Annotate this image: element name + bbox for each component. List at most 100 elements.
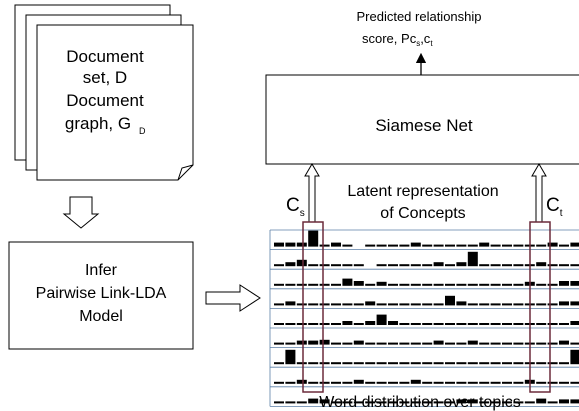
topic-bar: [422, 381, 433, 384]
topic-bar: [570, 399, 579, 404]
topic-bar: [433, 401, 444, 404]
topic-bar: [559, 323, 569, 325]
topic-bar: [376, 342, 387, 345]
topic-bar: [570, 381, 579, 384]
topic-bar: [456, 323, 467, 325]
topic-bar: [331, 264, 341, 267]
topic-bar: [399, 362, 410, 365]
topic-bar: [456, 342, 467, 345]
topic-bar: [433, 262, 444, 267]
topic-bar: [376, 281, 387, 286]
topic-bar: [490, 342, 501, 345]
topic-bar: [433, 340, 444, 345]
topic-bar: [410, 379, 421, 384]
topic-bar: [285, 342, 296, 345]
topic-bar: [399, 303, 410, 306]
topic-bar: [445, 264, 455, 267]
topic-bar: [490, 303, 501, 306]
topic-bar: [490, 244, 501, 247]
topic-bar: [479, 342, 490, 345]
infer-line-1: Infer: [85, 262, 118, 279]
topic-bar: [467, 381, 478, 384]
topic-bar: [319, 244, 330, 247]
topic-bar: [536, 398, 547, 404]
topic-bar: [285, 401, 296, 404]
topic-bar: [274, 303, 284, 306]
topic-bar: [559, 381, 569, 384]
topic-bar: [296, 303, 307, 306]
topic-bar: [445, 342, 455, 345]
topic-bar: [422, 342, 433, 345]
topic-bar: [479, 242, 490, 247]
topic-bar: [559, 301, 569, 306]
topic-bar: [296, 283, 307, 286]
topic-bar: [559, 399, 569, 404]
topic-bar: [467, 283, 478, 286]
topic-bar: [376, 314, 387, 325]
topic-bar: [296, 259, 307, 267]
topic-bar: [433, 303, 444, 306]
topic-bar: [467, 323, 478, 325]
topic-bar: [456, 399, 467, 404]
document-stack: Document set, D Document graph, G D: [14, 4, 194, 181]
topic-bar: [456, 262, 467, 267]
topic-bar: [410, 264, 421, 267]
infer-line-2: Pairwise Link-LDA: [36, 285, 167, 302]
topic-bar: [388, 321, 398, 325]
topic-bar: [399, 264, 410, 267]
topic-bar: [513, 303, 524, 306]
topic-bar: [296, 340, 307, 345]
topic-bar: [422, 323, 433, 325]
topic-bar: [365, 381, 376, 384]
output-label-line-2: score, Pcs,ct: [362, 31, 433, 48]
topic-bar: [467, 251, 478, 267]
topic-bar: [285, 242, 296, 247]
topic-bar: [331, 303, 341, 306]
topic-bar: [319, 399, 330, 404]
topic-bar: [490, 381, 501, 384]
topic-bar: [331, 242, 341, 247]
topic-bar: [559, 340, 569, 345]
topic-bar: [308, 303, 319, 306]
topic-bar: [570, 242, 579, 247]
topic-bar: [445, 244, 455, 247]
topic-bar: [422, 362, 433, 365]
topic-bar: [274, 242, 284, 247]
topic-bar: [547, 242, 558, 247]
topic-bar: [342, 303, 353, 306]
topic-bar: [410, 303, 421, 306]
topic-bar: [376, 401, 387, 404]
topic-bar: [513, 323, 524, 325]
topic-bar: [410, 323, 421, 325]
topic-bar: [388, 381, 398, 384]
latent-label-line-1: Latent representation: [347, 183, 498, 200]
topic-bar: [479, 264, 490, 267]
word-distribution-caption: Word distribution over topics: [319, 394, 521, 411]
topic-bar: [308, 283, 319, 286]
topic-bar: [331, 283, 341, 286]
topic-bar: [353, 362, 364, 365]
topic-bar: [479, 381, 490, 384]
topic-bar: [342, 244, 353, 247]
topic-bar: [536, 323, 547, 325]
topic-bar: [422, 283, 433, 286]
topic-bar: [570, 264, 579, 267]
topic-bar: [388, 401, 398, 404]
ct-hollow-arrow: [531, 163, 547, 223]
down-block-arrow: [62, 196, 100, 229]
topic-bar: [308, 340, 319, 345]
topic-bar: [376, 244, 387, 247]
topic-bar: [342, 401, 353, 404]
topic-bar: [490, 264, 501, 267]
topic-bar: [445, 295, 455, 306]
topic-bar: [410, 342, 421, 345]
topic-bar: [445, 401, 455, 404]
topic-bar: [399, 283, 410, 286]
topic-bar: [536, 244, 547, 247]
ct-column-highlight: [529, 221, 551, 393]
topic-bar: [365, 301, 376, 306]
topic-bar: [376, 264, 387, 267]
topic-bar: [502, 323, 512, 325]
topic-bar: [479, 401, 490, 404]
topic-bar: [399, 323, 410, 325]
